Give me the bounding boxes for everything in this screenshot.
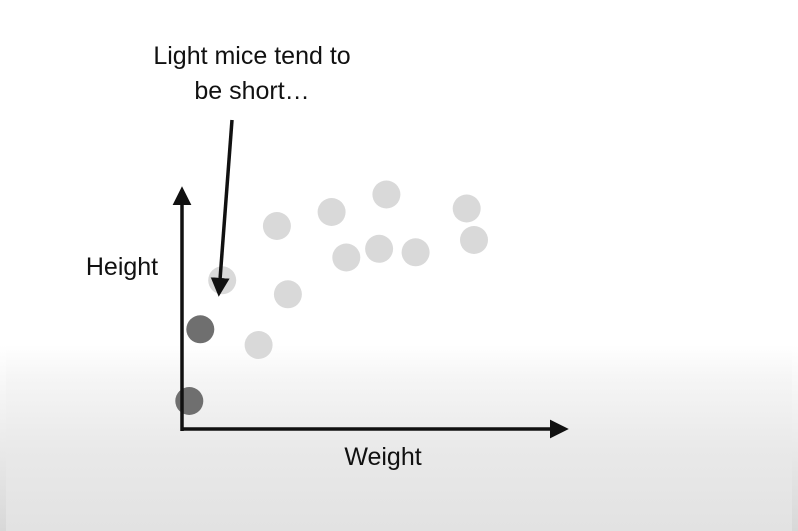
- frame-edge-right: [792, 0, 798, 531]
- data-point-7: [365, 234, 394, 263]
- annotation-line-1: Light mice tend to: [153, 42, 350, 70]
- x-axis-label: Weight: [344, 443, 421, 471]
- data-point-9: [401, 238, 430, 267]
- data-point-2: [244, 331, 273, 359]
- y-axis-label: Height: [86, 253, 158, 281]
- annotation-arrow: [210, 119, 234, 297]
- data-point-4: [273, 280, 302, 309]
- highlighted-point-2: [186, 315, 215, 344]
- annotation-line-2: be short…: [194, 77, 309, 105]
- data-points: [175, 180, 488, 415]
- data-point-6: [332, 243, 361, 272]
- data-point-5: [317, 198, 346, 226]
- data-point-10: [452, 194, 481, 223]
- frame-edge-left: [0, 0, 6, 531]
- data-point-3: [262, 212, 291, 240]
- data-point-8: [372, 180, 401, 209]
- data-point-11: [460, 226, 488, 254]
- highlighted-point-1: [175, 387, 204, 415]
